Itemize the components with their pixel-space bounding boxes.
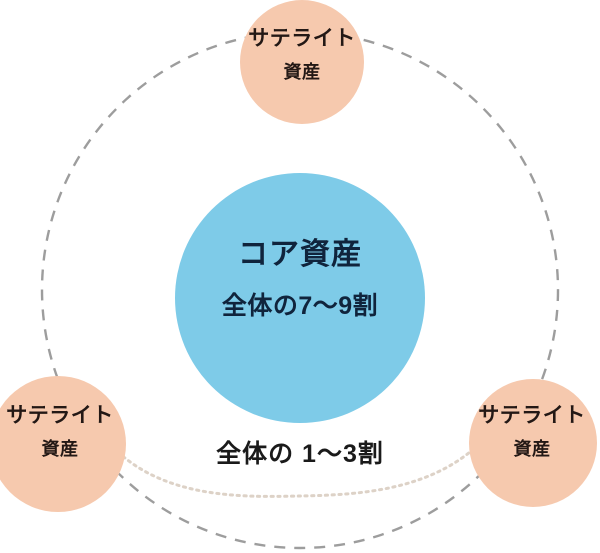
core-asset-circle <box>175 173 425 423</box>
satellite-orbit-ring <box>40 30 560 550</box>
satellite-left-subtitle: 資産 <box>41 439 79 459</box>
satellite-top-subtitle: 資産 <box>283 62 321 82</box>
satellite-top-label: サテライト 資産 <box>232 28 372 81</box>
dotted-connector-line <box>116 450 472 498</box>
satellite-left-title: サテライト <box>6 404 114 427</box>
core-asset-label: コア資産 全体の7〜9割 <box>175 240 425 319</box>
satellite-share-caption: 全体の 1〜3割 <box>216 440 384 468</box>
satellite-top-title: サテライト <box>248 27 356 50</box>
satellite-left-label: サテライト 資産 <box>0 405 130 458</box>
satellite-top-circle <box>240 0 364 124</box>
satellite-right-circle <box>469 379 597 507</box>
core-asset-title: コア資産 <box>238 238 362 271</box>
satellite-right-subtitle: 資産 <box>513 439 551 459</box>
satellite-right-label: サテライト 資産 <box>462 405 600 458</box>
satellite-right-title: サテライト <box>478 404 586 427</box>
satellite-left-circle <box>0 376 126 512</box>
core-asset-share: 全体の7〜9割 <box>221 292 379 320</box>
